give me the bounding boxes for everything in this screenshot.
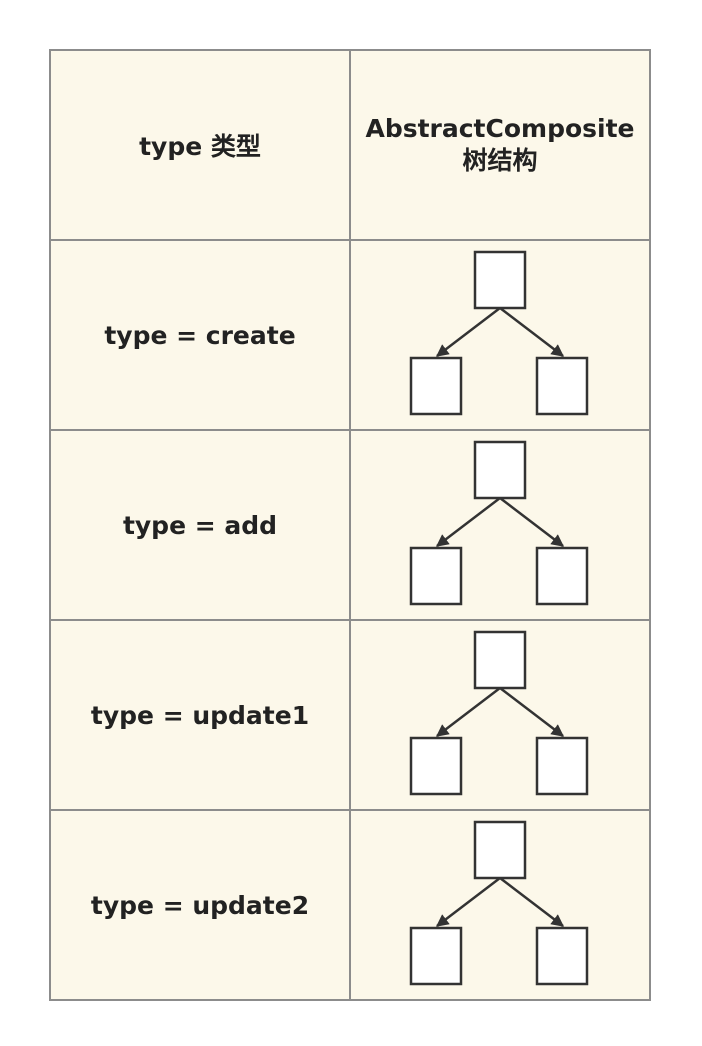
left-child-node (409, 926, 463, 986)
left-child-node (409, 546, 463, 606)
tree-diagram (409, 820, 589, 986)
type-cell: type = add (49, 429, 351, 621)
left-edge-arrow (436, 497, 501, 547)
right-child-node (535, 546, 589, 606)
right-edge-arrow (499, 497, 564, 547)
tree-cell (349, 619, 651, 811)
right-child-node (535, 356, 589, 416)
table-row-create: type = create (49, 239, 651, 431)
tree-cell (349, 239, 651, 431)
type-label: type = update2 (90, 890, 310, 920)
composite-types-table: type 类型 AbstractComposite 树结构 type = cre… (49, 49, 651, 1001)
type-cell: type = create (49, 239, 351, 431)
type-label: type = create (104, 320, 296, 350)
parent-node (473, 630, 527, 690)
right-edge-arrow (499, 687, 564, 737)
tree-cell (349, 809, 651, 1001)
tree-cell (349, 429, 651, 621)
table-row-update1: type = update1 (49, 619, 651, 811)
table-row-update2: type = update2 (49, 809, 651, 1001)
left-child-node (409, 736, 463, 796)
tree-diagram (409, 630, 589, 796)
header-structure-label-line2: 树结构 (462, 146, 538, 175)
left-child-node (409, 356, 463, 416)
left-edge-arrow (436, 877, 501, 927)
right-edge-arrow (499, 307, 564, 357)
type-label: type = add (122, 510, 278, 540)
header-cell-structure: AbstractComposite 树结构 (349, 49, 651, 241)
header-type-label: type 类型 (139, 132, 261, 161)
parent-node (473, 250, 527, 310)
header-row: type 类型 AbstractComposite 树结构 (49, 49, 651, 241)
type-cell: type = update1 (49, 619, 351, 811)
tree-diagram (409, 250, 589, 416)
table-row-add: type = add (49, 429, 651, 621)
header-structure-label-line1: AbstractComposite (365, 114, 635, 143)
right-child-node (535, 736, 589, 796)
tree-diagram (409, 440, 589, 606)
parent-node (473, 820, 527, 880)
left-edge-arrow (436, 307, 501, 357)
left-edge-arrow (436, 687, 501, 737)
right-child-node (535, 926, 589, 986)
header-cell-type: type 类型 (49, 49, 351, 241)
right-edge-arrow (499, 877, 564, 927)
type-label: type = update1 (90, 700, 310, 730)
parent-node (473, 440, 527, 500)
type-cell: type = update2 (49, 809, 351, 1001)
